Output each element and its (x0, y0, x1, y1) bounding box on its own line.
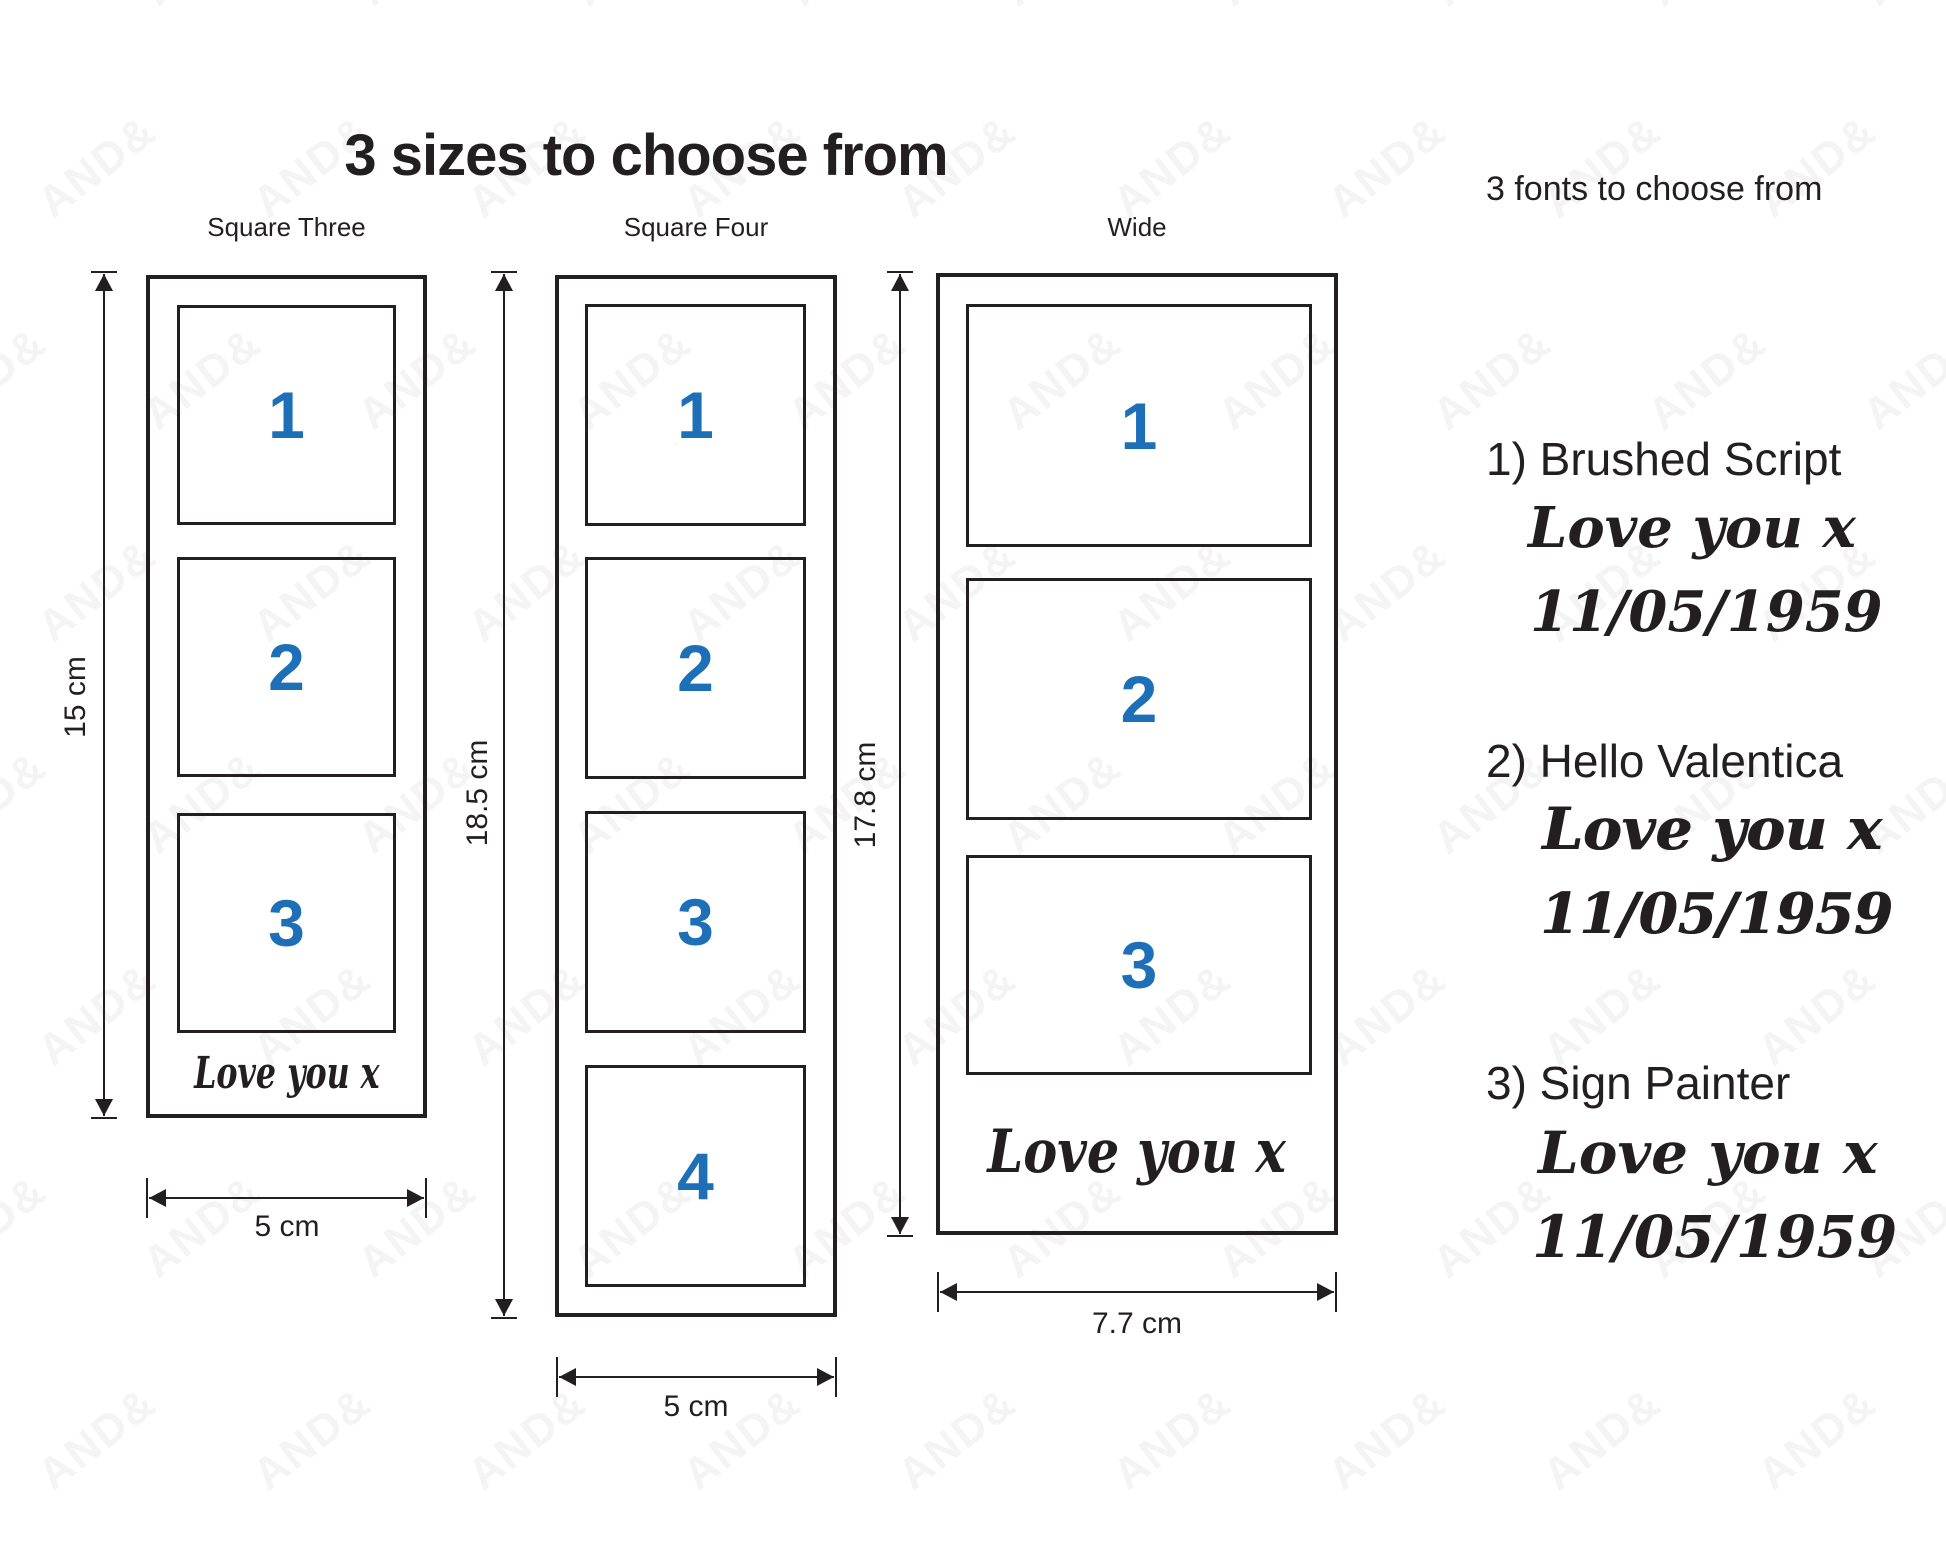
photo-frame: 2 (177, 557, 396, 777)
strip-outline-square-three: 1 2 3 Love you x (146, 275, 427, 1118)
font-sample-line2: 11/05/1959 (1530, 579, 1883, 645)
arrow-left-icon (940, 1283, 957, 1301)
frame-number: 2 (1120, 662, 1158, 736)
height-dimension-label: 15 cm (59, 656, 92, 738)
font-sample-line2: 11/05/1959 (1540, 881, 1893, 947)
font-sample-line1: Love you x (1538, 1119, 1878, 1187)
height-dimension-arrow (489, 271, 519, 1319)
width-dimension-label: 7.7 cm (1091, 1307, 1183, 1340)
height-dimension-label: 18.5 cm (461, 739, 494, 847)
frame-number: 1 (1120, 388, 1158, 463)
arrow-up-icon (495, 274, 513, 291)
arrow-down-icon (495, 1299, 513, 1316)
height-dimension-arrow (89, 271, 119, 1119)
font-sample-label: 3) Sign Painter (1486, 1057, 1791, 1109)
frame-number: 1 (677, 378, 714, 452)
arrow-left-icon (149, 1189, 166, 1207)
frame-number: 1 (268, 378, 305, 452)
page-title: 3 sizes to choose from (344, 123, 948, 188)
strip-label-wide: Wide (1107, 212, 1167, 242)
arrow-up-icon (95, 274, 113, 291)
font-sample-label: 2) Hello Valentica (1486, 735, 1844, 787)
width-dimension-label: 5 cm (663, 1390, 729, 1423)
photo-frame: 2 (966, 578, 1312, 820)
photo-frame: 1 (177, 305, 396, 525)
photo-frame: 2 (585, 557, 806, 779)
frame-number: 2 (677, 631, 714, 705)
photo-frame: 1 (966, 304, 1312, 547)
frame-number: 3 (268, 886, 305, 960)
font-sample-label: 1) Brushed Script (1486, 433, 1842, 485)
frame-number: 4 (677, 1139, 714, 1213)
strip-outline-square-four: 1 2 3 4 (555, 275, 837, 1317)
font-sample-line1: Love you x (1542, 795, 1882, 863)
fonts-panel-title: 3 fonts to choose from (1486, 170, 1823, 208)
width-dimension-arrow (937, 1272, 1337, 1312)
strip-outline-wide: 1 2 3 Love you x (936, 273, 1338, 1235)
height-dimension-label: 17.8 cm (849, 741, 882, 849)
photo-frame: 3 (966, 855, 1312, 1075)
arrow-up-icon (891, 274, 909, 291)
arrow-right-icon (817, 1368, 834, 1386)
font-sample-line1: Love you x (1528, 495, 1856, 561)
strip-label-square-four: Square Four (623, 212, 769, 242)
frame-number: 3 (677, 885, 714, 959)
strip-caption: Love you x (987, 1117, 1287, 1187)
strip-caption: Love you x (193, 1048, 380, 1099)
photo-frame: 1 (585, 304, 806, 526)
strip-label-square-three: Square Three (207, 212, 366, 242)
arrow-right-icon (1317, 1283, 1334, 1301)
arrow-down-icon (95, 1099, 113, 1116)
width-dimension-arrow (556, 1357, 837, 1397)
arrow-left-icon (559, 1368, 576, 1386)
arrow-right-icon (407, 1189, 424, 1207)
width-dimension-arrow (146, 1178, 427, 1218)
width-dimension-label: 5 cm (254, 1210, 320, 1243)
frame-number: 2 (268, 630, 305, 704)
photo-frame: 4 (585, 1065, 806, 1287)
font-sample-line2: 11/05/1959 (1532, 1203, 1898, 1271)
photo-frame: 3 (177, 813, 396, 1033)
arrow-down-icon (891, 1217, 909, 1234)
height-dimension-arrow (885, 271, 915, 1237)
photo-frame: 3 (585, 811, 806, 1033)
frame-number: 3 (1120, 928, 1158, 1002)
